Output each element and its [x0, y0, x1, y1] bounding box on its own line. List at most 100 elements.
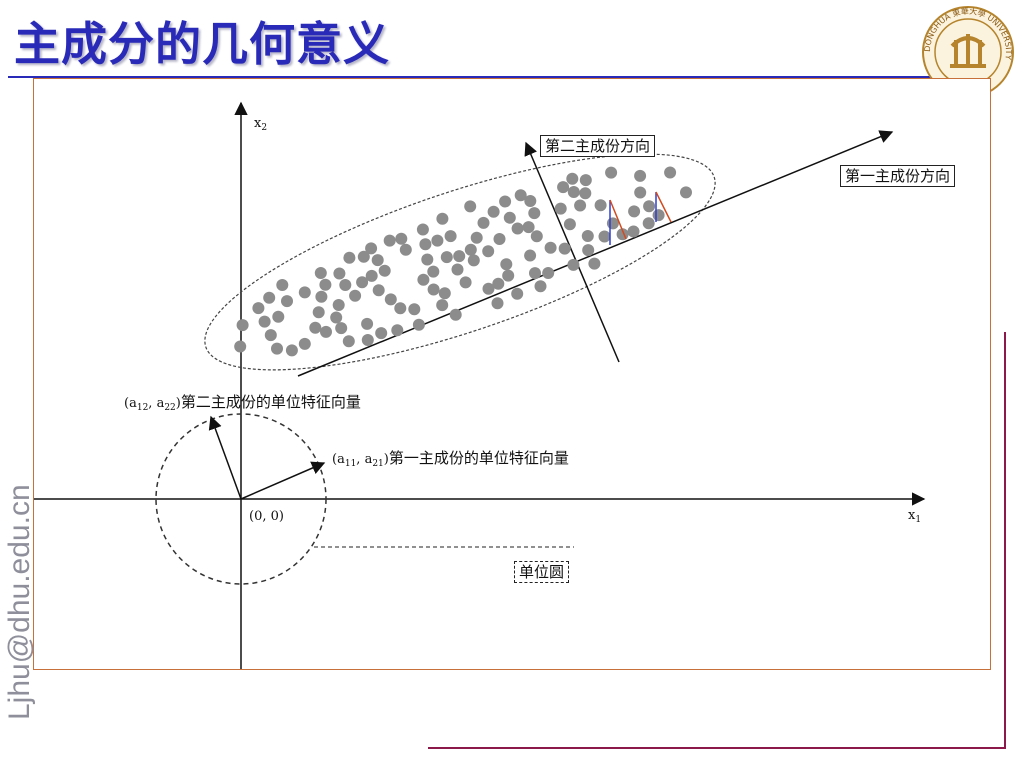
data-point [444, 230, 457, 243]
data-point [680, 186, 692, 199]
pc1-eigenvector-label: (a11, a21)第一主成份的单位特征向量 [332, 449, 569, 469]
pc1-direction-label: 第一主成份方向 [840, 165, 956, 187]
data-point [529, 267, 541, 280]
data-point [332, 299, 345, 311]
data-point [579, 174, 592, 187]
data-point [371, 254, 384, 267]
data-point [234, 340, 247, 353]
data-point [524, 249, 537, 262]
data-point [357, 250, 370, 263]
data-point [487, 205, 500, 218]
data-point [566, 172, 579, 185]
author-watermark: Ljhu@dhu.edu.cn [3, 484, 36, 720]
data-point [399, 243, 412, 256]
title-underline [8, 76, 990, 78]
data-point [285, 344, 298, 357]
data-points [234, 166, 692, 357]
data-point [491, 297, 504, 310]
data-point [408, 303, 421, 316]
data-point [579, 187, 592, 200]
data-point [524, 195, 537, 207]
data-point [419, 238, 432, 251]
unit-circle [155, 413, 327, 585]
data-point [642, 217, 655, 230]
data-point [470, 231, 483, 244]
data-point [534, 280, 547, 293]
data-point [272, 310, 285, 323]
data-point [298, 337, 311, 350]
pc2-line [524, 141, 620, 363]
data-point [581, 230, 594, 242]
slide-title: 主成分的几何意义 [14, 17, 390, 71]
data-point [276, 279, 289, 291]
data-point [436, 299, 449, 312]
data-point [574, 199, 587, 212]
data-point [330, 311, 343, 324]
data-point [417, 273, 430, 286]
data-point [349, 289, 362, 302]
data-point [440, 251, 453, 264]
data-point [314, 267, 327, 279]
decor-horizontal-line [428, 747, 1006, 749]
data-point [499, 195, 512, 208]
data-point [459, 276, 472, 289]
data-point [511, 222, 524, 235]
projection-line-red [609, 199, 627, 240]
data-point [514, 189, 527, 202]
data-point [557, 181, 570, 194]
data-point [361, 334, 374, 346]
diagram-panel: x2 x1 (0, 0) 第二主成份方向 第一主成份方向 (a12, a22)第… [33, 78, 991, 670]
data-point [544, 241, 557, 254]
projection-line-red [655, 191, 672, 223]
diagram-canvas [34, 101, 926, 669]
data-point [384, 293, 397, 306]
data-point [563, 218, 576, 231]
data-point [464, 200, 477, 213]
data-point [378, 264, 391, 277]
data-point [567, 186, 580, 198]
x2-axis-label: x2 [254, 116, 268, 133]
data-point [502, 269, 515, 282]
data-point [438, 287, 451, 300]
data-point [503, 211, 516, 224]
data-point [634, 169, 647, 182]
data-point [356, 276, 369, 289]
data-point [453, 250, 466, 263]
data-point [395, 232, 408, 245]
data-point [500, 258, 513, 271]
data-point [343, 251, 356, 264]
x1-axis-label: x1 [908, 508, 922, 525]
data-point [477, 216, 490, 229]
pc2-eigenvector [208, 415, 242, 500]
data-point [309, 321, 322, 334]
data-point [258, 315, 271, 328]
data-point [421, 253, 434, 266]
data-point [372, 284, 385, 297]
pc1-eigenvector [240, 461, 326, 500]
data-point [451, 263, 464, 276]
data-point [264, 329, 277, 342]
data-point [628, 205, 641, 218]
data-point [482, 282, 495, 295]
data-point [627, 225, 640, 238]
data-point [634, 186, 647, 199]
data-point [588, 257, 601, 270]
data-point [412, 318, 425, 331]
data-point [528, 207, 541, 220]
data-point [567, 258, 580, 271]
data-point [391, 324, 404, 337]
data-point [542, 267, 555, 279]
data-point [582, 244, 595, 257]
data-point [365, 269, 378, 282]
data-point [383, 234, 396, 247]
data-point [319, 278, 332, 291]
unit-circle-label: 单位圆 [514, 561, 570, 583]
data-point [361, 317, 374, 330]
data-point [594, 199, 607, 212]
data-point [558, 242, 571, 255]
data-point [436, 212, 449, 225]
data-point [554, 202, 567, 215]
data-point [431, 234, 444, 247]
data-point [464, 243, 477, 256]
data-point [342, 335, 355, 348]
